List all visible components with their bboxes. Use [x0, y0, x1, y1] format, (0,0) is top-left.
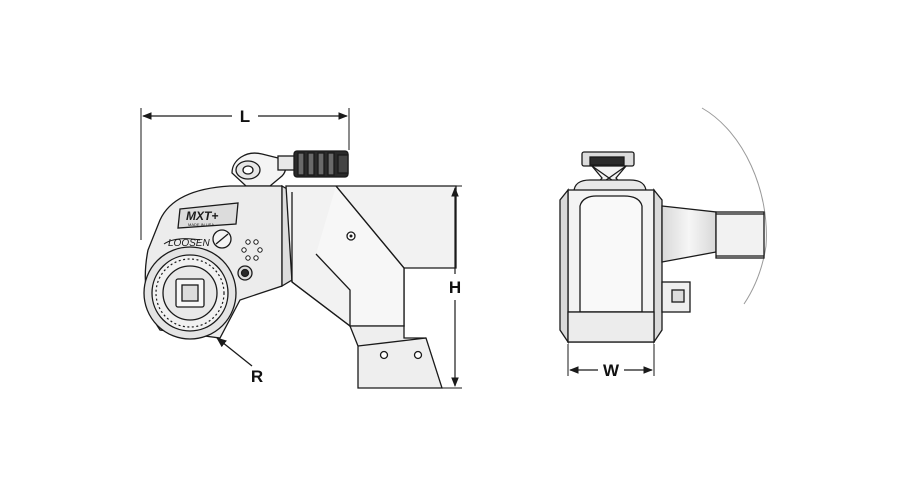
- dimension-label-l: L: [240, 107, 250, 126]
- dimension-label-r: R: [251, 367, 263, 386]
- dimension-label-h: H: [449, 278, 461, 297]
- dimension-width: W: [567, 344, 655, 380]
- dimension-length: L: [140, 107, 350, 240]
- logo-plate: MXT+ MADE IN USA: [177, 202, 239, 229]
- dimension-label-w: W: [603, 361, 620, 380]
- top-cap: [573, 179, 647, 193]
- reaction-arm: [349, 325, 443, 389]
- side-view: MXT+ MADE IN USA LOOSEN: [143, 150, 457, 389]
- front-cylinder: [661, 205, 717, 263]
- front-view: [559, 107, 767, 345]
- bolt-pattern: [241, 239, 263, 261]
- swing-arc: [701, 107, 767, 305]
- dimension-height: H: [440, 185, 462, 389]
- front-window: [579, 195, 643, 313]
- made-in-text: MADE IN USA: [188, 222, 214, 227]
- model-logo: MXT+: [186, 209, 218, 223]
- hose-swivel-fitting: [231, 152, 297, 187]
- dimension-radius: R: [216, 337, 263, 386]
- cylinder-end-cap: [715, 211, 765, 259]
- arm-hole: [413, 350, 423, 360]
- arm-hole: [379, 350, 389, 360]
- ratchet-drive: [143, 246, 237, 340]
- loosen-label: LOOSEN: [168, 238, 210, 249]
- hydraulic-coupler: [293, 150, 349, 178]
